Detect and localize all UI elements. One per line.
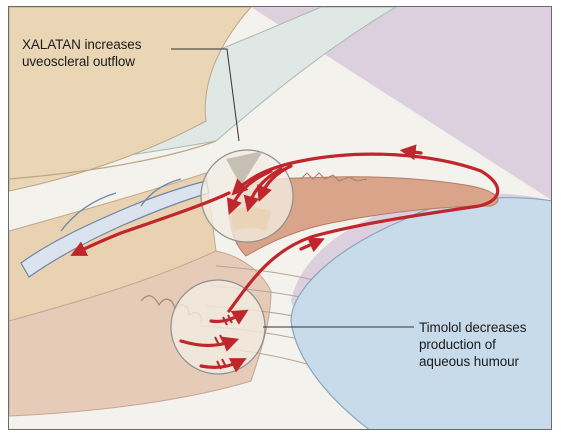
scleral-spur [231, 207, 271, 231]
timolol-annotation-line2: production of [419, 336, 526, 353]
production-callout-circle [171, 280, 265, 374]
timolol-annotation: Timolol decreases production of aqueous … [419, 319, 526, 370]
xalatan-annotation: XALATAN increases uveoscleral outflow [22, 36, 141, 70]
flow-arrow-head-top [406, 151, 421, 153]
timolol-annotation-line3: aqueous humour [419, 353, 526, 370]
xalatan-annotation-line2: uveoscleral outflow [22, 53, 141, 70]
xalatan-annotation-line1: XALATAN increases [22, 36, 141, 53]
timolol-annotation-line1: Timolol decreases [419, 319, 526, 336]
